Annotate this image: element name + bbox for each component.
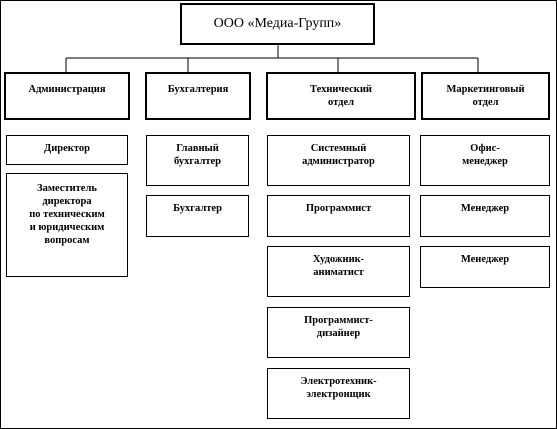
position-label: Заместитель директора по техническим и ю… [29,183,105,246]
company-name: ООО «Медиа-Групп» [213,16,342,31]
dept-marketing-label: Маркетинговый отдел [446,84,525,108]
position-label: Бухгалтер [173,203,222,214]
position-accountant: Бухгалтер [146,195,249,237]
position-label: Программист [305,203,372,214]
position-label: Главный бухгалтер [173,143,221,167]
position-label: Системный администратор [302,143,375,167]
position-manager-2: Менеджер [420,246,550,288]
position-chief-accountant: Главный бухгалтер [146,135,249,186]
position-label: Менеджер [460,203,510,214]
position-director: Директор [6,135,128,165]
position-label: Офис- менеджер [462,143,508,167]
position-label: Электротехник- электронщик [300,376,377,400]
position-label: Директор [44,143,90,154]
position-programmer-designer: Программист- дизайнер [267,307,410,358]
dept-administration: Администрация [4,72,130,120]
position-electronics-engineer: Электротехник- электронщик [267,368,410,419]
dept-accounting-label: Бухгалтерия [167,84,229,95]
dept-technical: Технический отдел [266,72,416,120]
position-programmer: Программист [267,195,410,237]
position-label: Художник- аниматист [312,254,365,278]
company-box: ООО «Медиа-Групп» [180,3,375,45]
dept-administration-label: Администрация [28,84,106,95]
dept-marketing: Маркетинговый отдел [421,72,550,120]
position-deputy-director: Заместитель директора по техническим и ю… [6,173,128,277]
dept-accounting: Бухгалтерия [145,72,251,120]
position-office-manager: Офис- менеджер [420,135,550,186]
position-label: Программист- дизайнер [304,315,373,339]
position-animator: Художник- аниматист [267,246,410,297]
position-sysadmin: Системный администратор [267,135,410,186]
position-label: Менеджер [460,254,510,265]
dept-technical-label: Технический отдел [310,84,372,108]
position-manager-1: Менеджер [420,195,550,237]
